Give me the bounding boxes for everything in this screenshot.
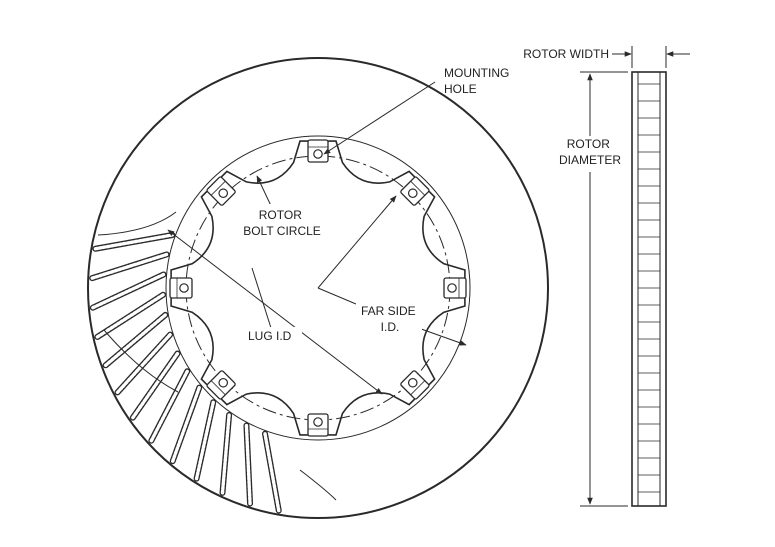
- cooling-vents: [89, 231, 282, 514]
- vent-slot: [114, 331, 174, 396]
- mounting-tab: [169, 277, 193, 299]
- mounting-tab: [400, 176, 430, 206]
- mounting-tab: [443, 277, 467, 299]
- far-side-id-label: FAR SIDE I.D.: [361, 304, 419, 334]
- rotor-width-label: ROTOR WIDTH: [523, 47, 609, 61]
- far-side-id-leader: [317, 287, 357, 305]
- rotor-bolt-circle-label: ROTOR BOLT CIRCLE: [243, 208, 321, 238]
- mounting-tab: [400, 370, 430, 400]
- vent-slot: [89, 251, 170, 282]
- lug-id-label: LUG I.D: [248, 329, 292, 343]
- rotor-edge-outline: [631, 71, 667, 507]
- mounting-tab: [307, 413, 329, 437]
- mounting-hole-icon: [313, 417, 323, 427]
- callout-labels: MOUNTING HOLE ROTOR BOLT CIRCLE LUG I.D …: [234, 47, 628, 343]
- vent-slot: [89, 271, 167, 311]
- mounting-hole-icon: [218, 188, 229, 199]
- mounting-hole-label: MOUNTING HOLE: [444, 66, 513, 96]
- mounting-hole-icon: [313, 149, 323, 159]
- mounting-tab: [307, 139, 329, 163]
- mounting-hole-icon: [407, 188, 418, 199]
- rotor-diameter-label: ROTOR DIAMETER: [559, 137, 621, 167]
- side-view-vanes: [638, 83, 660, 493]
- lug-id-dimension: [167, 229, 383, 395]
- vent-slot: [261, 430, 282, 514]
- vent-slot: [219, 411, 233, 496]
- vent-slot: [102, 311, 169, 369]
- mounting-hole-icon: [407, 377, 418, 388]
- mounting-tab: [206, 176, 236, 206]
- rotor-side-view: [580, 46, 690, 507]
- mounting-hole-icon: [447, 283, 457, 293]
- far-side-id-circle: [165, 135, 471, 441]
- lug-id-leader: [251, 267, 272, 329]
- dimension-lines: [167, 81, 467, 395]
- bolt-circle-leader: [256, 175, 273, 209]
- vent-slot: [193, 399, 217, 482]
- vent-section-boundary: [97, 211, 337, 501]
- vent-slot: [243, 422, 254, 507]
- mounting-hole-leader: [323, 81, 436, 155]
- vent-slot: [169, 384, 203, 465]
- vent-slot: [94, 291, 167, 340]
- far-side-id-dimension: [317, 195, 397, 289]
- rotor-outer-edge: [87, 57, 549, 519]
- vent-slot: [92, 231, 176, 252]
- mounting-hole-icon: [179, 283, 189, 293]
